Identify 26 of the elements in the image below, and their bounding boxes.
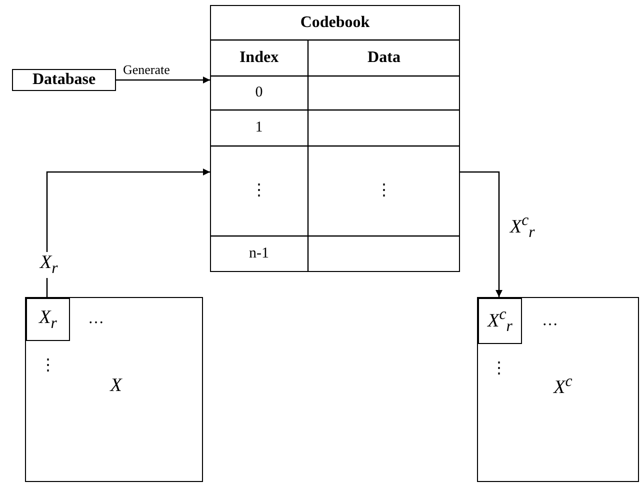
ellipsis: ⋮ bbox=[491, 359, 507, 378]
column-header: Data bbox=[368, 49, 400, 67]
matrix-box bbox=[25, 297, 203, 482]
column-header: Index bbox=[239, 49, 279, 67]
matrix-symbol: X$_{r}$ bbox=[39, 306, 57, 332]
matrix-symbol: X$^{c}$ bbox=[554, 372, 572, 400]
edge-label: X$_{r}$ bbox=[40, 252, 58, 278]
arrow bbox=[116, 76, 210, 84]
ellipsis: ⋮ bbox=[40, 356, 56, 375]
ellipsis: … bbox=[542, 312, 558, 330]
database-box bbox=[12, 69, 116, 91]
arrow bbox=[46, 168, 210, 297]
node-label: Database bbox=[32, 71, 96, 89]
matrix-symbol: X bbox=[110, 375, 122, 397]
arrow bbox=[460, 171, 502, 297]
block-cell bbox=[478, 298, 522, 344]
table-title: Codebook bbox=[300, 14, 370, 32]
ellipsis: ⋮ bbox=[251, 181, 267, 200]
index-value: n-1 bbox=[249, 246, 269, 262]
index-value: 0 bbox=[255, 84, 263, 102]
matrix-box bbox=[477, 297, 639, 482]
ellipsis: ⋮ bbox=[376, 181, 392, 200]
ellipsis: … bbox=[88, 310, 104, 328]
block-cell bbox=[26, 298, 70, 341]
codebook-table bbox=[210, 5, 460, 272]
index-value: 1 bbox=[255, 120, 263, 136]
